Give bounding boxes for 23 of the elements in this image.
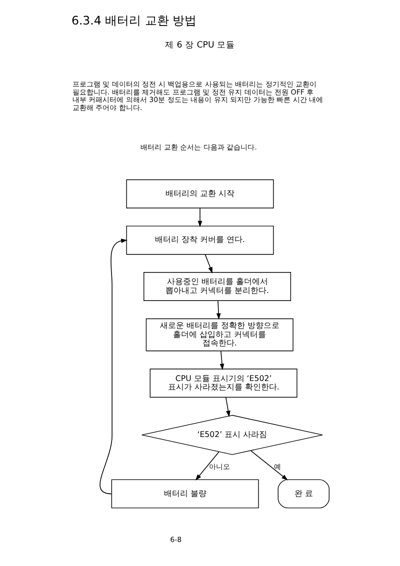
- arrow: [220, 350, 224, 370]
- node-box: 배터리 불량: [111, 479, 259, 508]
- node-box: CPU 모듈 표시기의 ‘E502’ 표시가 사라졌는지를 확인한다.: [150, 368, 298, 398]
- arrow: [250, 450, 288, 480]
- arrow: [225, 396, 230, 418]
- node-diamond: ‘E502’ 표시 사라짐: [142, 414, 323, 455]
- node-box: 배터리의 교환 시작: [126, 179, 274, 208]
- arrow: [100, 238, 128, 494]
- node-box: 배터리 장착 커버를 연다.: [126, 226, 274, 255]
- arrow: [216, 300, 221, 320]
- arrow: [204, 254, 213, 274]
- edge-label: 아니오: [209, 462, 230, 471]
- node-box: 사용중인 배터리를 홀더에서 뽑아내고 커넥터를 분리한다.: [144, 272, 292, 302]
- label: 제 6 장 CPU 모듈: [165, 40, 236, 51]
- arrow: [195, 452, 220, 481]
- label: 6-8: [170, 534, 182, 544]
- edge-label: 예: [274, 462, 282, 471]
- diagram-title: 6.3.4 배터리 교환 방법: [71, 13, 197, 28]
- label: 배터리 교환 순서는 다음과 같습니다.: [140, 142, 257, 152]
- node-box: 새로운 배터리를 정확한 방향으로 홀더에 삽입하고 커넥터를 접속한다.: [146, 318, 294, 352]
- label: 프로그램 및 데이터의 정전 시 백업용으로 사용되는 배터리는 정기적인 교환이 필요합니다. 배터리를 제거해도 프로그램 및 정전 유지 데이터는 전원 OFF 후 내부 커패시터에 의해서 30분 정도는 내용이 유지 되지만 가능한 빠른 시간 내에 교환해 주어야 합니다.: [72, 79, 324, 112]
- node-box: 완 료: [278, 479, 330, 508]
- arrow: [198, 208, 202, 228]
